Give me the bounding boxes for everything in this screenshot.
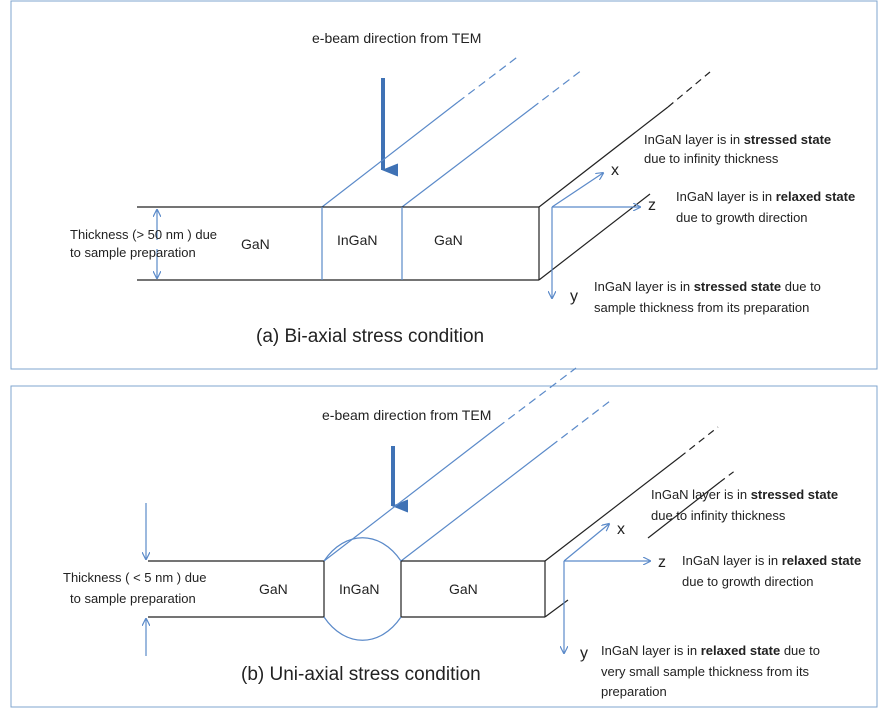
- panel-b-interface-dash-left: [497, 367, 577, 428]
- panel-b-right-layer: GaN: [449, 581, 478, 597]
- panel-a-ebeam-label: e-beam direction from TEM: [312, 30, 481, 46]
- panel-b-center-layer: InGaN: [339, 581, 379, 597]
- panel-b-z-note-line2: due to growth direction: [682, 574, 814, 589]
- panel-b-edge-bottom-far: [647, 481, 721, 539]
- panel-a-caption: (a) Bi-axial stress condition: [256, 326, 484, 347]
- panel-b-y-note-line3: preparation: [601, 684, 667, 699]
- panel-b: e-beam direction from TEM GaN InGaN GaN …: [10, 367, 878, 708]
- panel-b-z-note: InGaN layer is in relaxed state: [682, 553, 861, 568]
- panel-b-y-note-line2: very small sample thickness from its: [601, 664, 810, 679]
- panel-a-left-layer: GaN: [241, 236, 270, 252]
- panel-a-x-note: InGaN layer is in stressed state: [644, 132, 831, 147]
- panel-a-edge-top-dash: [667, 71, 711, 108]
- panel-b-caption: (b) Uni-axial stress condition: [241, 664, 481, 685]
- panel-b-axis-y-label: y: [580, 645, 588, 662]
- panel-a-y-note-line2: sample thickness from its preparation: [594, 300, 809, 315]
- panel-b-x-note-line2: due to infinity thickness: [651, 508, 786, 523]
- panel-a-z-note-line2: due to growth direction: [676, 210, 808, 225]
- panel-a-right-layer: GaN: [434, 232, 463, 248]
- panel-a-thickness-label-1: Thickness (> 50 nm ) due: [70, 227, 217, 242]
- panel-b-bulge-bottom: [323, 616, 402, 641]
- panel-b-left-layer: GaN: [259, 581, 288, 597]
- panel-b-interface-line-right: [400, 445, 552, 562]
- panel-b-edge-top-dash: [679, 426, 719, 458]
- panel-a-edge-top: [538, 106, 669, 208]
- panel-a-axis-z-label: z: [648, 197, 656, 214]
- panel-b-edge-top: [544, 456, 681, 562]
- panel-b-x-note: InGaN layer is in stressed state: [651, 487, 838, 502]
- panel-a-frame: [10, 0, 878, 370]
- panel-a: e-beam direction from TEM GaN InGaN GaN …: [10, 0, 878, 370]
- panel-a-z-note: InGaN layer is in relaxed state: [676, 189, 855, 204]
- panel-b-axis-z-label: z: [658, 554, 666, 571]
- panel-a-y-note: InGaN layer is in stressed state due to: [594, 279, 821, 294]
- panel-b-bulge-top: [323, 537, 402, 562]
- panel-a-interface-line-right: [401, 107, 533, 208]
- panel-a-edge-bottom: [538, 193, 651, 281]
- panel-b-axis-x: [563, 524, 609, 562]
- panel-a-thickness-label-2: to sample preparation: [70, 245, 196, 260]
- panel-b-edge-bottom-dash: [719, 469, 737, 483]
- panel-a-center-layer: InGaN: [337, 232, 377, 248]
- panel-b-thickness-label-2: to sample preparation: [70, 591, 196, 606]
- panel-a-axis-x: [551, 173, 603, 208]
- panel-a-axis-y-label: y: [570, 288, 578, 305]
- panel-b-y-note: InGaN layer is in relaxed state due to: [601, 643, 820, 658]
- panel-b-frame: [10, 385, 878, 708]
- panel-a-x-note-line2: due to infinity thickness: [644, 151, 779, 166]
- panel-b-ebeam-label: e-beam direction from TEM: [322, 407, 491, 423]
- panel-a-interface-dash-right: [531, 69, 583, 109]
- panel-a-interface-line-left: [321, 101, 459, 208]
- panel-b-thickness-label-1: Thickness ( < 5 nm ) due: [63, 570, 206, 585]
- panel-a-axis-x-label: x: [611, 162, 619, 179]
- panel-b-axis-x-label: x: [617, 521, 625, 538]
